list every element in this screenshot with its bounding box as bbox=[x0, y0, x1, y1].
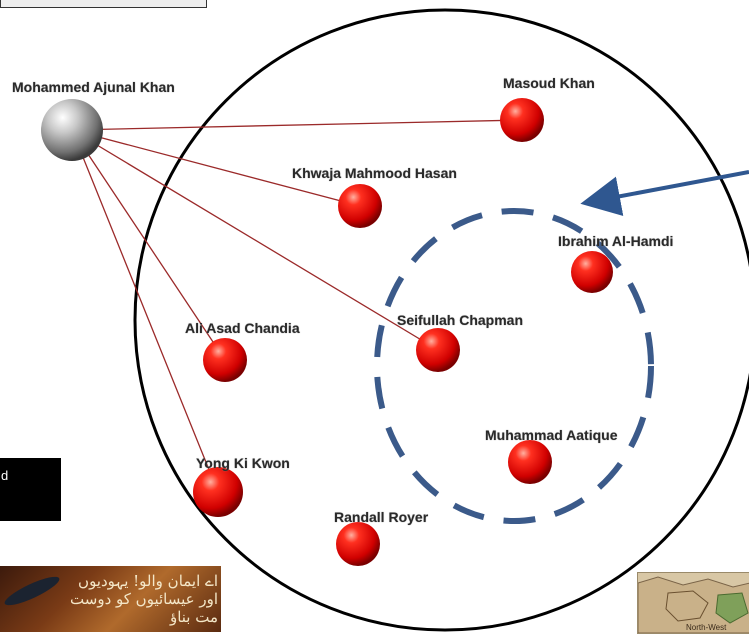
node-label-randall-royer: Randall Royer bbox=[334, 509, 429, 525]
node-sphere-muhammad-aatique bbox=[508, 440, 552, 484]
urdu-text: اے ایمان والو! یہودیوں اور عیسائیوں کو د… bbox=[70, 572, 218, 626]
node-sphere-ibrahim-al-hamdi bbox=[571, 251, 613, 293]
hub-node-sphere bbox=[41, 99, 103, 161]
node-label-yong-ki-kwon: Yong Ki Kwon bbox=[196, 455, 290, 471]
edge-masoud-khan bbox=[71, 119, 523, 131]
node-label-masoud-khan: Masoud Khan bbox=[503, 75, 595, 91]
node-sphere-seifullah-chapman bbox=[416, 328, 460, 372]
node-label-ali-asad-chandia: Ali Asad Chandia bbox=[185, 320, 300, 336]
hub-label: Mohammed Ajunal Khan bbox=[12, 79, 175, 95]
edge-seifullah-chapman bbox=[71, 129, 439, 351]
quill-pen-icon bbox=[1, 571, 63, 611]
map-region-label: North-West bbox=[686, 623, 727, 632]
dashed-subgroup-circle bbox=[374, 208, 654, 524]
edges bbox=[71, 119, 523, 493]
big-group-circle bbox=[133, 8, 749, 632]
node-label-khwaja-mahmood-hasan: Khwaja Mahmood Hasan bbox=[292, 165, 457, 181]
node-label-seifullah-chapman: Seifullah Chapman bbox=[397, 312, 524, 328]
node-sphere-masoud-khan bbox=[500, 98, 544, 142]
black-side-panel: d bbox=[0, 458, 61, 521]
node-sphere-khwaja-mahmood-hasan bbox=[338, 184, 382, 228]
edge-khwaja-mahmood-hasan bbox=[71, 129, 361, 207]
map-thumbnail: North-West bbox=[637, 572, 749, 634]
node-sphere-randall-royer bbox=[336, 522, 380, 566]
map-icon bbox=[638, 576, 749, 633]
edge-ali-asad-chandia bbox=[71, 129, 226, 361]
top-frame-edge bbox=[0, 0, 207, 8]
node-sphere-ali-asad-chandia bbox=[203, 338, 247, 382]
urdu-calligraphy-thumbnail: اے ایمان والو! یہودیوں اور عیسائیوں کو د… bbox=[0, 566, 221, 632]
edge-yong-ki-kwon bbox=[71, 129, 219, 493]
pointer-arrow bbox=[580, 170, 749, 216]
black-panel-text: d bbox=[1, 468, 9, 483]
node-sphere-yong-ki-kwon bbox=[193, 467, 243, 517]
node-label-muhammad-aatique: Muhammad Aatique bbox=[485, 427, 618, 443]
node-label-ibrahim-al-hamdi: Ibrahim Al-Hamdi bbox=[558, 233, 674, 249]
